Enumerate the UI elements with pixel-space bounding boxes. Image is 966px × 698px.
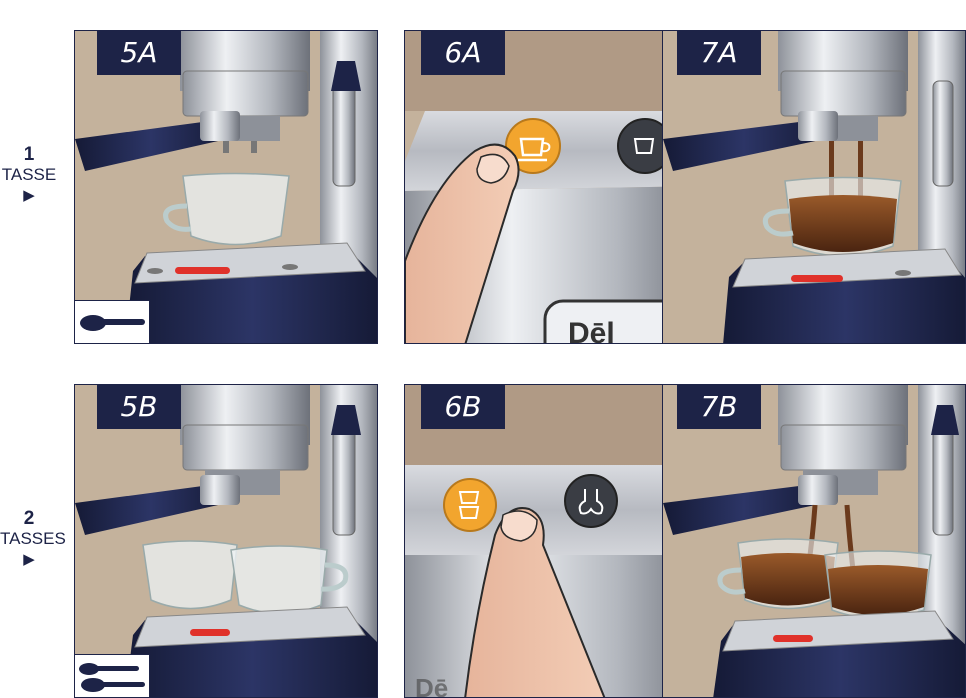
svg-text:Dēl: Dēl [568,317,615,344]
row-label-1-cup: 1 TASSE ▶ [0,145,58,205]
step-badge: 7A [677,31,761,75]
row-number: 2 [23,508,35,529]
row-word: TASSES [0,529,66,548]
brewing-illustration [663,385,965,697]
panel-5a: 5A [74,30,378,344]
single-scoop-icon [75,300,150,343]
row-number: 1 [23,144,35,165]
step-badge: 5A [97,31,181,75]
svg-text:Dē: Dē [415,673,448,698]
panel-6b: 6B Dē [404,384,708,698]
play-arrow-icon: ▶ [23,186,35,204]
double-scoop-icon [75,654,150,697]
step-badge: 6A [421,31,505,75]
row-label-2-cups: 2 TASSES ▶ [0,508,66,569]
panel-7a: 7A [662,30,966,344]
control-panel-illustration: Dē [405,385,707,698]
step-badge: 7B [677,385,761,429]
panel-5b: 5B [74,384,378,698]
row-word: TASSE [1,165,57,184]
machine-illustration [75,385,377,697]
panel-7b: 7B [662,384,966,698]
step-badge: 6B [421,385,505,429]
brewing-illustration [663,31,965,343]
machine-illustration [75,31,377,343]
play-arrow-icon: ▶ [23,550,35,568]
step-badge: 5B [97,385,181,429]
